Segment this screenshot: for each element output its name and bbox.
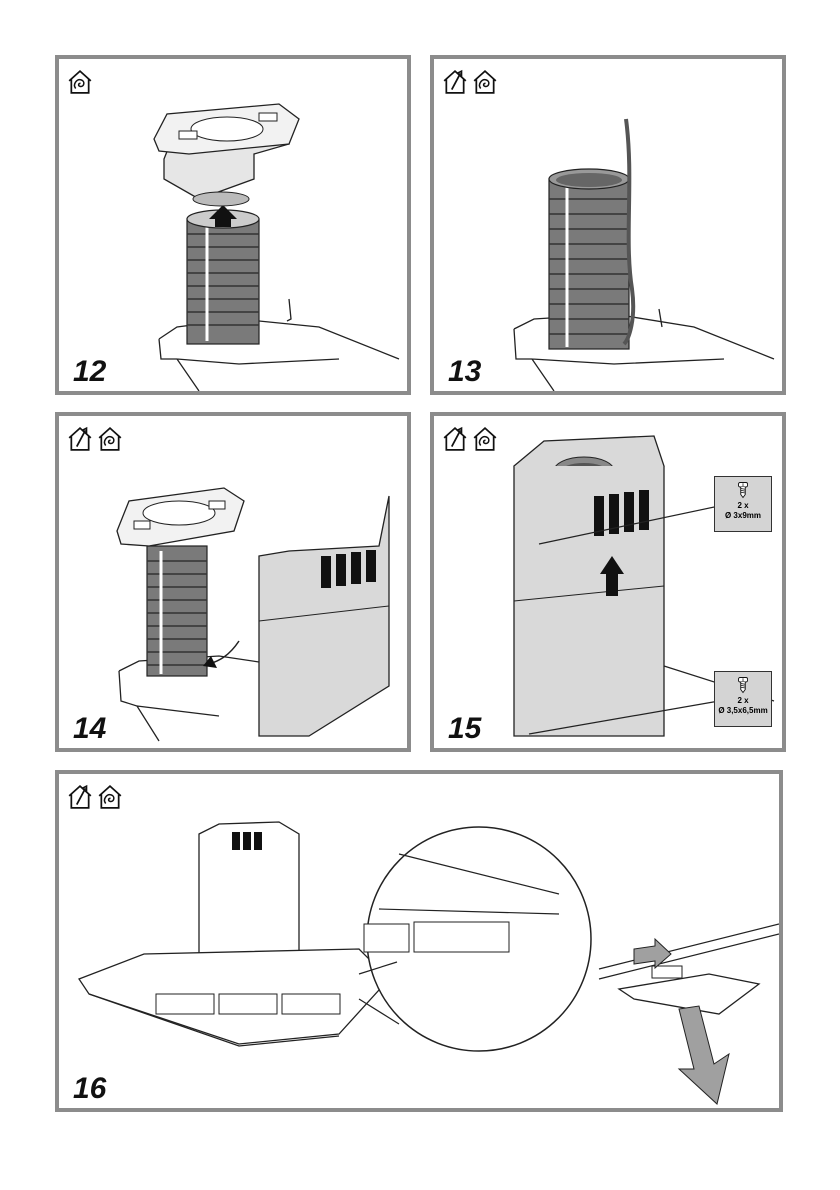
screw-icon [737,481,749,499]
flexible-duct [147,546,207,676]
step-15-panel: 2 x Ø 3x9mm 2 x Ø 3,5x6,5mm 15 [430,412,786,752]
screw-spec-top: 2 x Ø 3x9mm [714,476,772,532]
screw-icon [737,676,749,694]
push-arrow-icon [634,939,671,968]
down-arrow-icon [679,1006,729,1104]
step-12-panel: 12 [55,55,411,395]
step-13-illustration [434,59,782,391]
step-12-illustration [59,59,407,391]
screw-size: Ø 3x9mm [715,511,771,521]
screw-spec-bottom: 2 x Ø 3,5x6,5mm [714,671,772,727]
step-number: 13 [448,357,481,387]
flexible-duct [549,179,629,349]
step-16-panel: 16 [55,770,783,1112]
step-16-illustration [59,774,779,1108]
step-13-panel: 13 [430,55,786,395]
step-14-panel: 14 [55,412,411,752]
step-number: 12 [73,357,106,387]
chimney-cover [259,496,389,736]
screw-qty: 2 x [715,501,771,511]
step-number: 16 [73,1074,106,1104]
screw-size: Ø 3,5x6,5mm [715,706,771,716]
step-number: 15 [448,714,481,744]
screw-qty: 2 x [715,696,771,706]
step-14-illustration [59,416,407,748]
step-number: 14 [73,714,106,744]
